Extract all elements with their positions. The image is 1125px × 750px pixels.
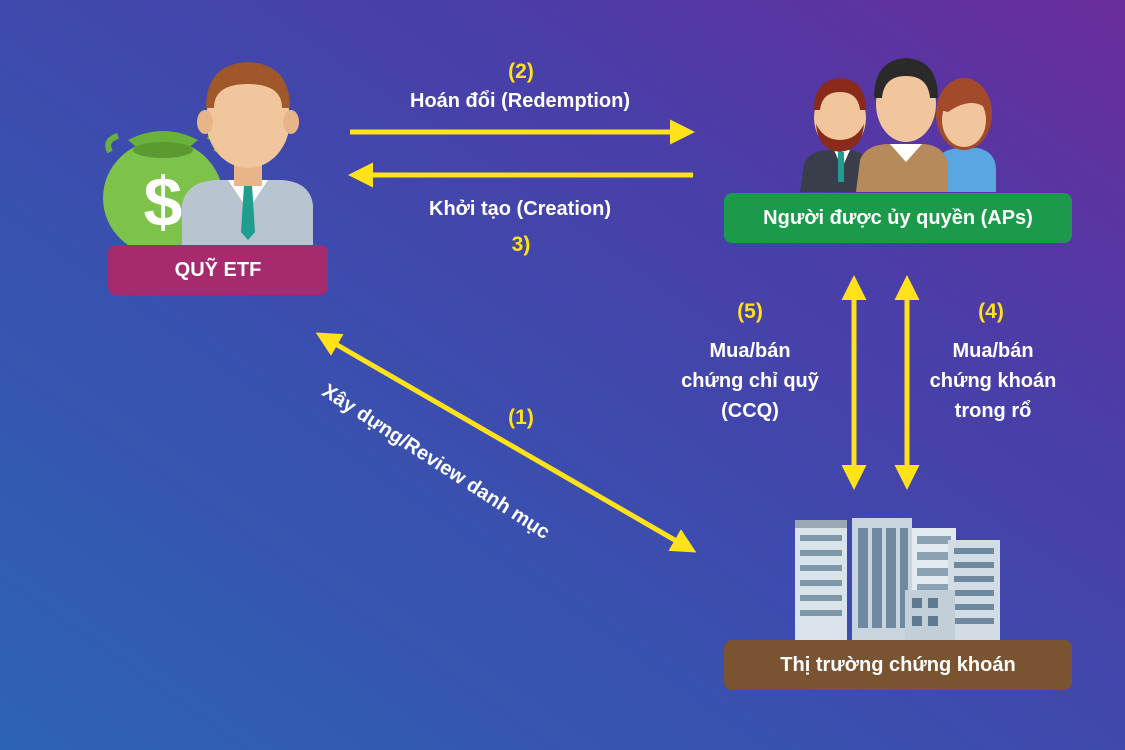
ccq-trade-label-line-3: (CCQ)	[680, 396, 820, 426]
fund-manager-icon	[182, 62, 313, 245]
ccq-trade-step-number: (5)	[729, 300, 771, 324]
portfolio-step-number: (1)	[500, 406, 542, 430]
authorized-participants-icon	[800, 58, 996, 192]
creation-label: Khởi tạo (Creation)	[370, 194, 670, 224]
authorized-participants-box: Người được ủy quyền (APs)	[724, 193, 1072, 243]
stock-market-label: Thị trường chứng khoán	[780, 654, 1015, 677]
etf-fund-label: QUỸ ETF	[175, 259, 262, 282]
basket-trade-label-line-2: chứng khoán	[918, 366, 1068, 396]
ccq-trade-label-line-2: chứng chỉ quỹ	[680, 366, 820, 396]
redemption-label: Hoán đổi (Redemption)	[370, 86, 670, 116]
etf-fund-box: QUỸ ETF	[108, 245, 328, 295]
basket-trade-step-number: (4)	[970, 300, 1012, 324]
creation-step-number: 3)	[500, 233, 542, 257]
redemption-step-number: (2)	[500, 60, 542, 84]
basket-trade-label-line-3: trong rổ	[918, 396, 1068, 426]
stock-market-buildings-icon	[795, 518, 1000, 640]
svg-text:$: $	[144, 163, 183, 241]
basket-trade-label-line-1: Mua/bán	[918, 336, 1068, 366]
ccq-trade-label-line-1: Mua/bán	[680, 336, 820, 366]
stock-market-box: Thị trường chứng khoán	[724, 640, 1072, 690]
authorized-participants-label: Người được ủy quyền (APs)	[763, 207, 1033, 230]
